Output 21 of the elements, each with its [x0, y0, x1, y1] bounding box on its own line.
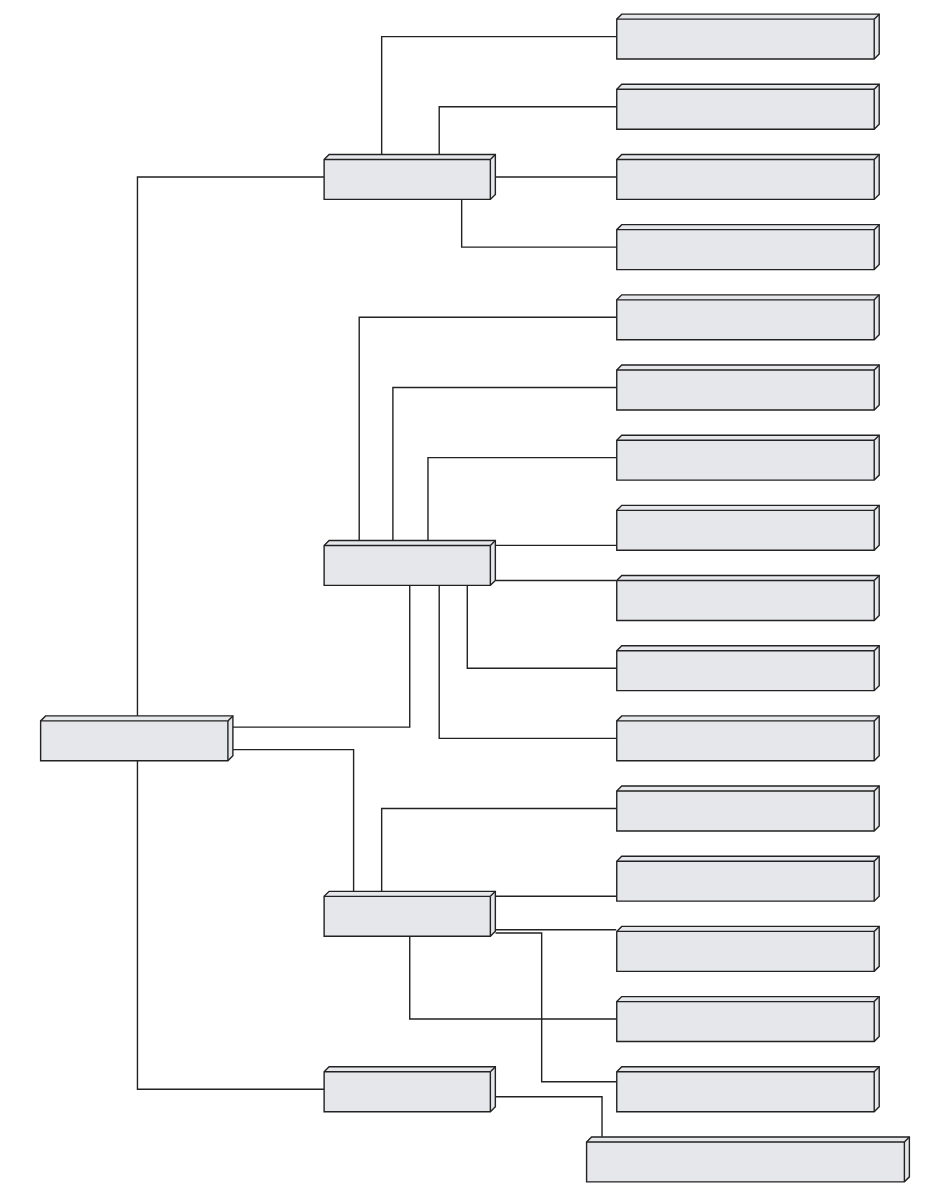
- connector: [358, 316, 618, 541]
- connector: [494, 895, 617, 897]
- connector: [494, 579, 617, 582]
- connector: [136, 176, 325, 717]
- connector: [232, 585, 411, 728]
- connector: [409, 935, 618, 1020]
- connector: [494, 932, 618, 1083]
- connector: [232, 748, 355, 892]
- connector: [494, 544, 617, 547]
- connector: [466, 585, 618, 669]
- connector: [494, 929, 617, 931]
- connector: [460, 198, 618, 248]
- connector: [392, 386, 617, 542]
- connector: [494, 176, 617, 178]
- connector: [380, 807, 617, 892]
- connector: [427, 456, 618, 541]
- connector: [495, 1096, 603, 1138]
- connector: [438, 584, 618, 740]
- connector: [380, 35, 617, 156]
- connector: [438, 106, 618, 156]
- connector: [136, 760, 325, 1090]
